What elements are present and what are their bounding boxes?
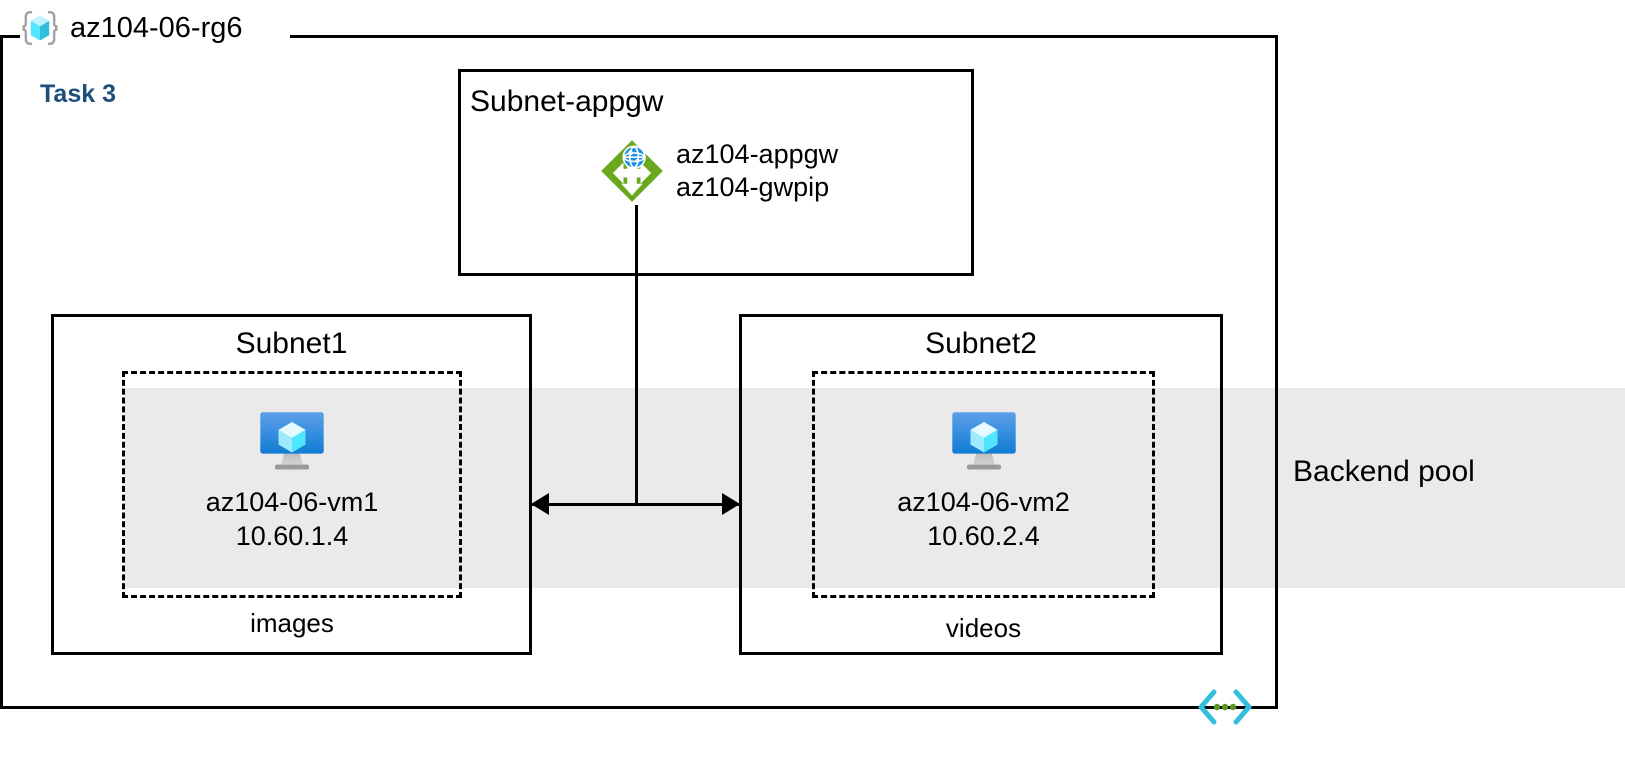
appgw-to-subnets-connector <box>635 205 638 505</box>
vm1-ip: 10.60.1.4 <box>235 520 349 551</box>
appgw-resource-name: az104-appgw <box>676 139 839 170</box>
gwpip-resource-name: az104-gwpip <box>676 172 830 202</box>
subnet1-box <box>51 314 532 655</box>
resource-group-border-bottom <box>0 706 1278 709</box>
subnet-appgw-title: Subnet-appgw <box>470 85 664 118</box>
vm2-ip: 10.60.2.4 <box>927 520 1040 551</box>
resource-group-border-left <box>0 35 3 709</box>
subnet2-box <box>739 314 1223 655</box>
application-gateway-icon <box>598 137 666 205</box>
code-brackets-icon <box>1196 688 1254 726</box>
subnet2-title: Subnet2 <box>925 327 1037 360</box>
application-gateway-node[interactable]: az104-appgw az104-gwpip <box>598 137 838 205</box>
subnet2-storage-label: videos <box>945 613 1022 643</box>
resource-group-border-right <box>1275 35 1278 709</box>
application-gateway-labels: az104-appgw az104-gwpip <box>676 138 838 204</box>
resource-group-name: az104-06-rg6 <box>70 11 243 44</box>
subnet1-title: Subnet1 <box>235 327 348 360</box>
virtual-machine-icon <box>812 400 1155 478</box>
resource-group-border-top-left <box>0 35 22 38</box>
resource-group-header: az104-06-rg6 <box>20 8 251 48</box>
subnet1-vm-group <box>122 371 462 598</box>
subnet1-subnet2-connector <box>531 503 740 506</box>
virtual-machine-1[interactable]: az104-06-vm1 10.60.1.4 <box>122 400 462 554</box>
resource-group-border-top-right <box>290 35 1278 38</box>
task-label: Task 3 <box>40 80 116 108</box>
vm1-name: az104-06-vm1 <box>205 487 379 517</box>
arrow-head-right <box>722 493 740 515</box>
vm2-name: az104-06-vm2 <box>897 487 1070 517</box>
backend-pool-band <box>125 388 1625 588</box>
subnet2-vm-group <box>812 371 1155 598</box>
resource-group-cube-icon <box>20 8 60 48</box>
virtual-machine-icon <box>122 400 462 478</box>
backend-pool-label: Backend pool <box>1293 455 1475 488</box>
subnet1-storage-label: images <box>250 608 334 638</box>
virtual-machine-2[interactable]: az104-06-vm2 10.60.2.4 <box>812 400 1155 554</box>
arrow-head-left <box>531 493 549 515</box>
subnet-appgw-box <box>458 69 974 276</box>
